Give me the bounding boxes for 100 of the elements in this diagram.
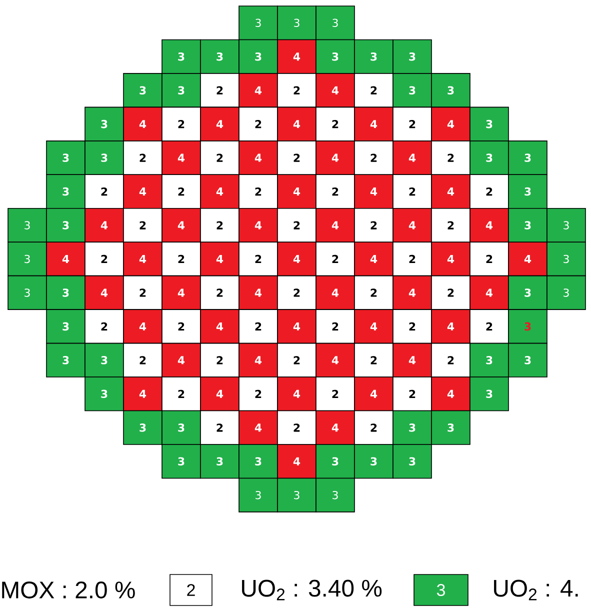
core-cell: 2 — [431, 208, 470, 243]
core-cell: 2 — [277, 140, 316, 176]
core-cell: 4 — [316, 73, 355, 108]
core-cell: 2 — [84, 174, 124, 209]
core-cell: 2 — [316, 309, 355, 344]
core-cell: 3 — [84, 106, 124, 142]
core-cell: 3 — [508, 275, 548, 310]
core-cell: 2 — [200, 410, 240, 445]
core-cell: 3 — [238, 6, 278, 40]
core-cell: 3 — [508, 174, 548, 209]
core-cell: 4 — [162, 342, 201, 378]
core-cell: 4 — [277, 444, 316, 479]
core-cell: 2 — [200, 73, 240, 108]
core-cell: 3 — [470, 106, 509, 142]
core-cell: 2 — [238, 106, 278, 142]
core-cell: 2 — [316, 242, 355, 276]
core-cell: 4 — [123, 376, 162, 412]
core-cell: 2 — [84, 309, 124, 344]
core-cell: 3 — [431, 410, 470, 445]
core-cell: 4 — [238, 73, 278, 108]
core-cell: 3 — [8, 208, 47, 243]
core-cell: 2 — [277, 342, 316, 378]
core-cell: 3 — [316, 478, 355, 512]
core-cell: 2 — [392, 242, 432, 276]
core-cell: 3 — [162, 73, 201, 108]
core-cell: 2 — [354, 208, 394, 243]
core-cell: 3 — [46, 342, 86, 378]
core-cell: 3 — [508, 140, 548, 176]
core-cell: 3 — [162, 410, 201, 445]
core-cell: 2 — [470, 309, 509, 344]
core-cell: 4 — [431, 376, 470, 412]
core-cell: 2 — [123, 140, 162, 176]
core-cell: 3 — [392, 73, 432, 108]
core-cell: 2 — [162, 106, 201, 142]
core-cell: 4 — [316, 342, 355, 378]
core-cell: 3 — [392, 410, 432, 445]
core-cell: 4 — [354, 242, 394, 276]
core-cell: 4 — [316, 208, 355, 243]
core-cell: 2 — [200, 275, 240, 310]
core-cell: 3 — [84, 376, 124, 412]
core-cell: 3 — [123, 410, 162, 445]
core-cell: 4 — [277, 174, 316, 209]
core-cell: 2 — [123, 342, 162, 378]
core-cell: 3 — [8, 275, 47, 310]
core-cell: 3 — [46, 174, 86, 209]
core-cell: 3 — [8, 242, 47, 276]
core-cell: 2 — [431, 275, 470, 310]
core-cell: 3 — [316, 444, 355, 479]
core-cell: 3 — [46, 309, 86, 344]
core-cell: 4 — [277, 242, 316, 276]
core-cell: 3 — [508, 208, 548, 243]
core-cell: 4 — [508, 242, 548, 276]
core-cell: 4 — [200, 376, 240, 412]
core-cell: 4 — [316, 410, 355, 445]
core-cell: 2 — [431, 342, 470, 378]
core-cell: 4 — [431, 174, 470, 209]
core-cell: 4 — [277, 39, 316, 74]
core-cell: 4 — [238, 275, 278, 310]
core-cell: 3 — [162, 39, 201, 74]
core-cell: 4 — [162, 275, 201, 310]
core-cell: 3 — [316, 6, 355, 40]
core-cell: 3 — [354, 444, 394, 479]
core-cell: 2 — [354, 410, 394, 445]
core-cell: 3 — [546, 242, 586, 276]
core-cell: 2 — [277, 208, 316, 243]
core-cell: 2 — [200, 342, 240, 378]
core-cell: 4 — [200, 242, 240, 276]
core-cell: 3 — [46, 140, 86, 176]
core-cell: 3 — [392, 39, 432, 74]
core-cell: 2 — [354, 342, 394, 378]
core-cell: 3 — [508, 309, 548, 344]
core-cell: 3 — [277, 478, 316, 512]
core-cell: 2 — [392, 174, 432, 209]
core-cell: 4 — [238, 140, 278, 176]
core-cell: 3 — [84, 140, 124, 176]
core-cell: 2 — [470, 242, 509, 276]
core-cell: 4 — [431, 309, 470, 344]
core-cell: 4 — [470, 208, 509, 243]
core-cell: 2 — [354, 73, 394, 108]
core-cell: 2 — [316, 174, 355, 209]
core-cell: 4 — [46, 242, 86, 276]
core-cell: 2 — [162, 174, 201, 209]
core-cell: 3 — [200, 39, 240, 74]
core-cell: 2 — [277, 275, 316, 310]
core-cell: 3 — [162, 444, 201, 479]
core-cell: 3 — [238, 478, 278, 512]
core-cell: 4 — [316, 140, 355, 176]
core-cell: 4 — [470, 275, 509, 310]
core-cell: 2 — [238, 376, 278, 412]
core-cell: 2 — [162, 309, 201, 344]
legend-text: MOX : 2.0 % — [2, 582, 135, 598]
core-cell: 2 — [200, 208, 240, 243]
core-cell: 3 — [470, 376, 509, 412]
core-cell: 4 — [277, 309, 316, 344]
core-cell: 4 — [354, 174, 394, 209]
core-cell: 3 — [392, 444, 432, 479]
core-cell: 4 — [200, 174, 240, 209]
core-cell: 4 — [392, 140, 432, 176]
core-cell: 2 — [392, 309, 432, 344]
core-cell: 2 — [162, 242, 201, 276]
